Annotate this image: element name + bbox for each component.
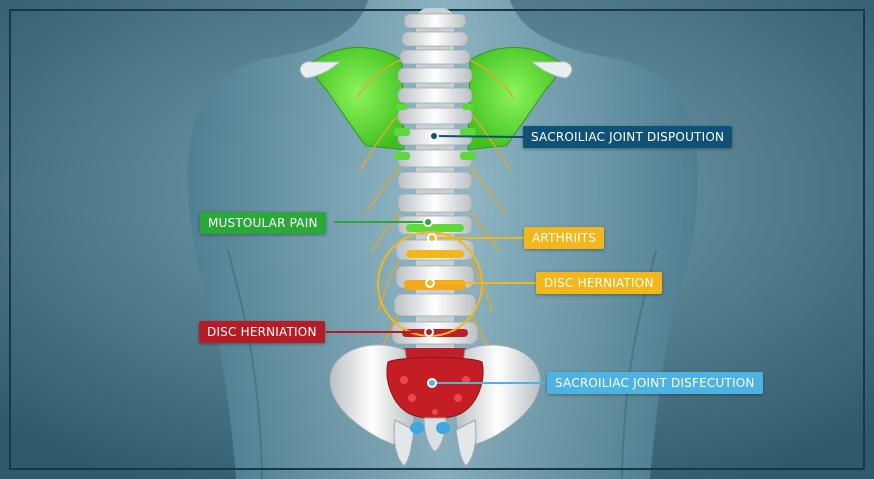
label-disc-herniation-right: DISC HERNIATION (536, 272, 662, 294)
label-muscular-pain: MUSTOULAR PAIN (200, 212, 326, 234)
marker-muscular (423, 217, 433, 227)
label-sacroiliac-joint-bottom: SACROILIAC JOINT DISFECUTION (547, 372, 763, 394)
marker-disc-right (425, 278, 435, 288)
marker-arthritis (427, 233, 437, 243)
label-disc-herniation-left: DISC HERNIATION (199, 321, 325, 343)
acromion-left (299, 61, 342, 79)
label-sacroiliac-joint-top: SACROILIAC JOINT DISPOUTION (523, 126, 733, 148)
leader-sacroiliac-top (433, 135, 524, 138)
acromion-right (530, 61, 573, 79)
marker-sacroiliac-top (429, 131, 439, 141)
pelvis (329, 344, 541, 467)
marker-sacroiliac-bottom (427, 378, 437, 388)
marker-disc-left (424, 327, 434, 337)
label-arthritis: ARTHRIITS (524, 227, 605, 249)
body-contour-right (621, 249, 657, 479)
vertebral-column (391, 8, 479, 388)
scapula-left (311, 46, 405, 151)
